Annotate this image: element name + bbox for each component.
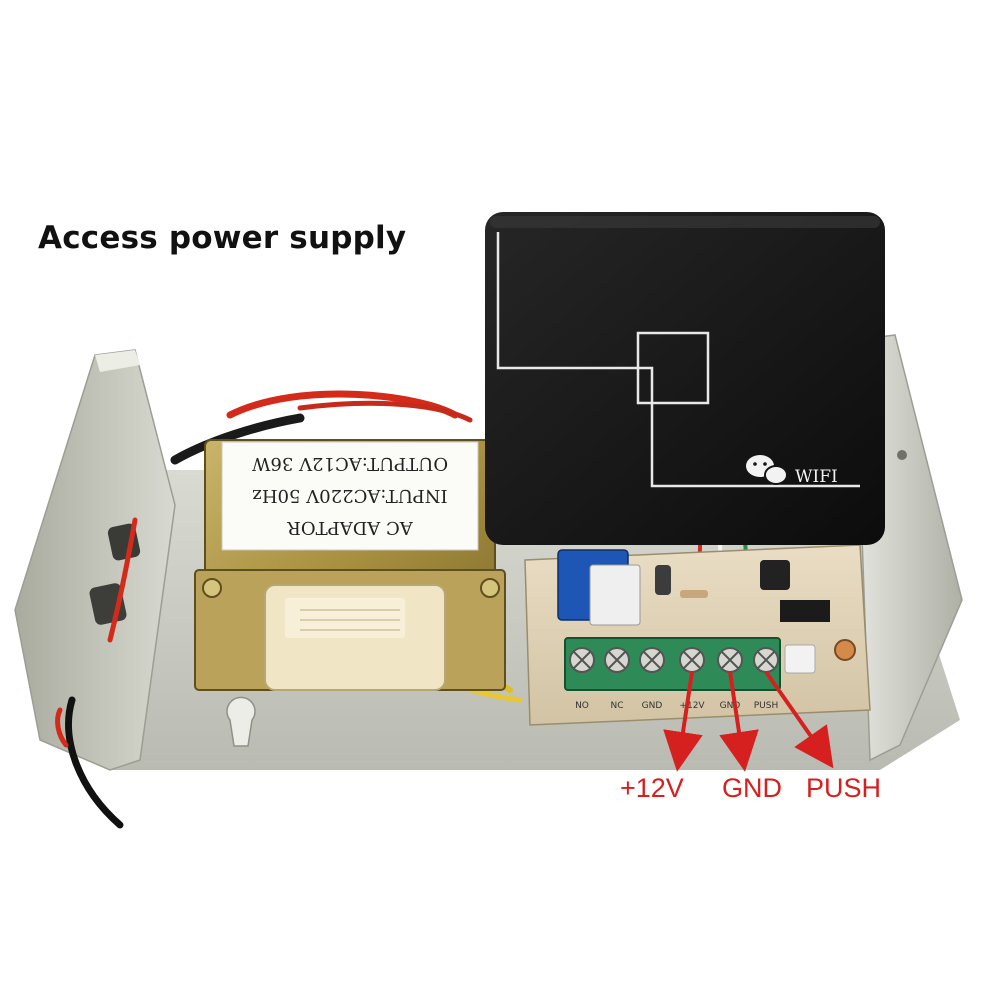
connector [784, 644, 816, 674]
reader-label: WIFI [795, 467, 838, 487]
transformer-label-line2: INPUT:AC220V 50Hz [252, 485, 447, 506]
card-reader: WIFI [485, 212, 885, 545]
terminal-label-12v: +12V [679, 701, 705, 711]
terminal-block [564, 637, 781, 691]
callout-arrows [663, 670, 834, 772]
callout-push: PUSH [806, 773, 882, 803]
terminal-label-gnd-2: GND [720, 701, 741, 711]
circuit-board: NO NC GND +12V GND PUSH [524, 544, 871, 726]
transformer-label-line1: AC ADAPTOR [287, 517, 414, 538]
terminal-label-gnd: GND [642, 701, 663, 711]
arrow-push [764, 670, 834, 769]
terminal-label-push: PUSH [754, 701, 779, 711]
transformer-label-line3: OUTPUT:AC12V 36W [251, 453, 448, 474]
potentiometer [834, 639, 856, 661]
transformer: AC ADAPTOR INPUT:AC220V 50Hz OUTPUT:AC12… [194, 439, 506, 691]
wechat-icon [746, 455, 788, 485]
arrow-gnd [719, 671, 759, 772]
terminal-label-no: NO [575, 701, 589, 711]
callout-12v: +12V [620, 773, 684, 803]
arrow-12v [663, 671, 703, 772]
terminal-label-nc: NC [610, 701, 623, 711]
transformer-label: AC ADAPTOR INPUT:AC220V 50Hz OUTPUT:AC12… [221, 441, 479, 551]
headline: Access power supply [38, 220, 407, 256]
callout-gnd: GND [722, 773, 782, 803]
